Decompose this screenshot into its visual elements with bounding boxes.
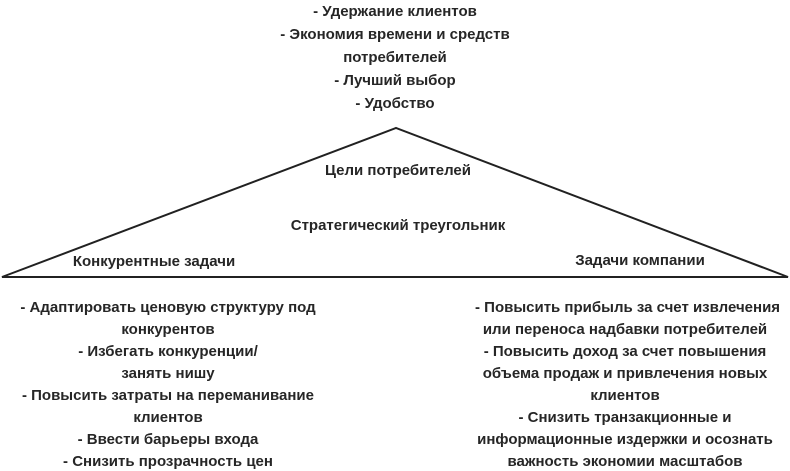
consumer-goals-list: - Удержание клиентов - Экономия времени и… bbox=[245, 0, 545, 115]
text-line: - Адаптировать ценовую структуру под bbox=[20, 299, 316, 316]
text-line: - Снизить транзакционные и bbox=[518, 409, 732, 426]
text-line: конкурентов bbox=[121, 321, 215, 338]
text-line: - Повысить затраты на переманивание bbox=[21, 387, 314, 404]
text-line: - Ввести барьеры входа bbox=[77, 431, 259, 448]
text-line: занять нишу bbox=[121, 365, 215, 382]
triangle-right-label: Задачи компании bbox=[575, 252, 705, 269]
text-line: - Повысить доход за счет повышения bbox=[483, 343, 767, 360]
triangle-left-label: Конкурентные задачи bbox=[72, 253, 236, 270]
text-line: - Повысить прибыль за счет извлечения bbox=[475, 299, 781, 316]
text-line: - Снизить прозрачность цен bbox=[63, 453, 273, 470]
triangle-center-label: Стратегический треугольник bbox=[290, 217, 506, 234]
competitive-tasks-list: - Адаптировать ценовую структуру под конк… bbox=[18, 297, 318, 471]
text-line: клиентов bbox=[133, 409, 203, 426]
text-line: или переноса надбавки потребителей bbox=[482, 321, 768, 338]
text-line: клиентов bbox=[590, 387, 660, 404]
company-tasks-list: - Повысить прибыль за счет извлечения или… bbox=[475, 297, 781, 471]
text-line: важность экономии масштабов bbox=[507, 453, 743, 470]
text-line: - Экономия времени и средств bbox=[280, 26, 510, 43]
text-line: - Удержание клиентов bbox=[313, 3, 477, 20]
text-line: - Лучший выбор bbox=[334, 72, 456, 89]
text-line: информационные издержки и осознать bbox=[477, 431, 773, 448]
text-line: потребителей bbox=[343, 49, 447, 66]
text-line: объема продаж и привлечения новых bbox=[482, 365, 768, 382]
text-line: - Избегать конкуренции/ bbox=[78, 343, 258, 360]
text-line: - Удобство bbox=[355, 95, 435, 112]
triangle-apex-label: Цели потребителей bbox=[325, 162, 471, 179]
